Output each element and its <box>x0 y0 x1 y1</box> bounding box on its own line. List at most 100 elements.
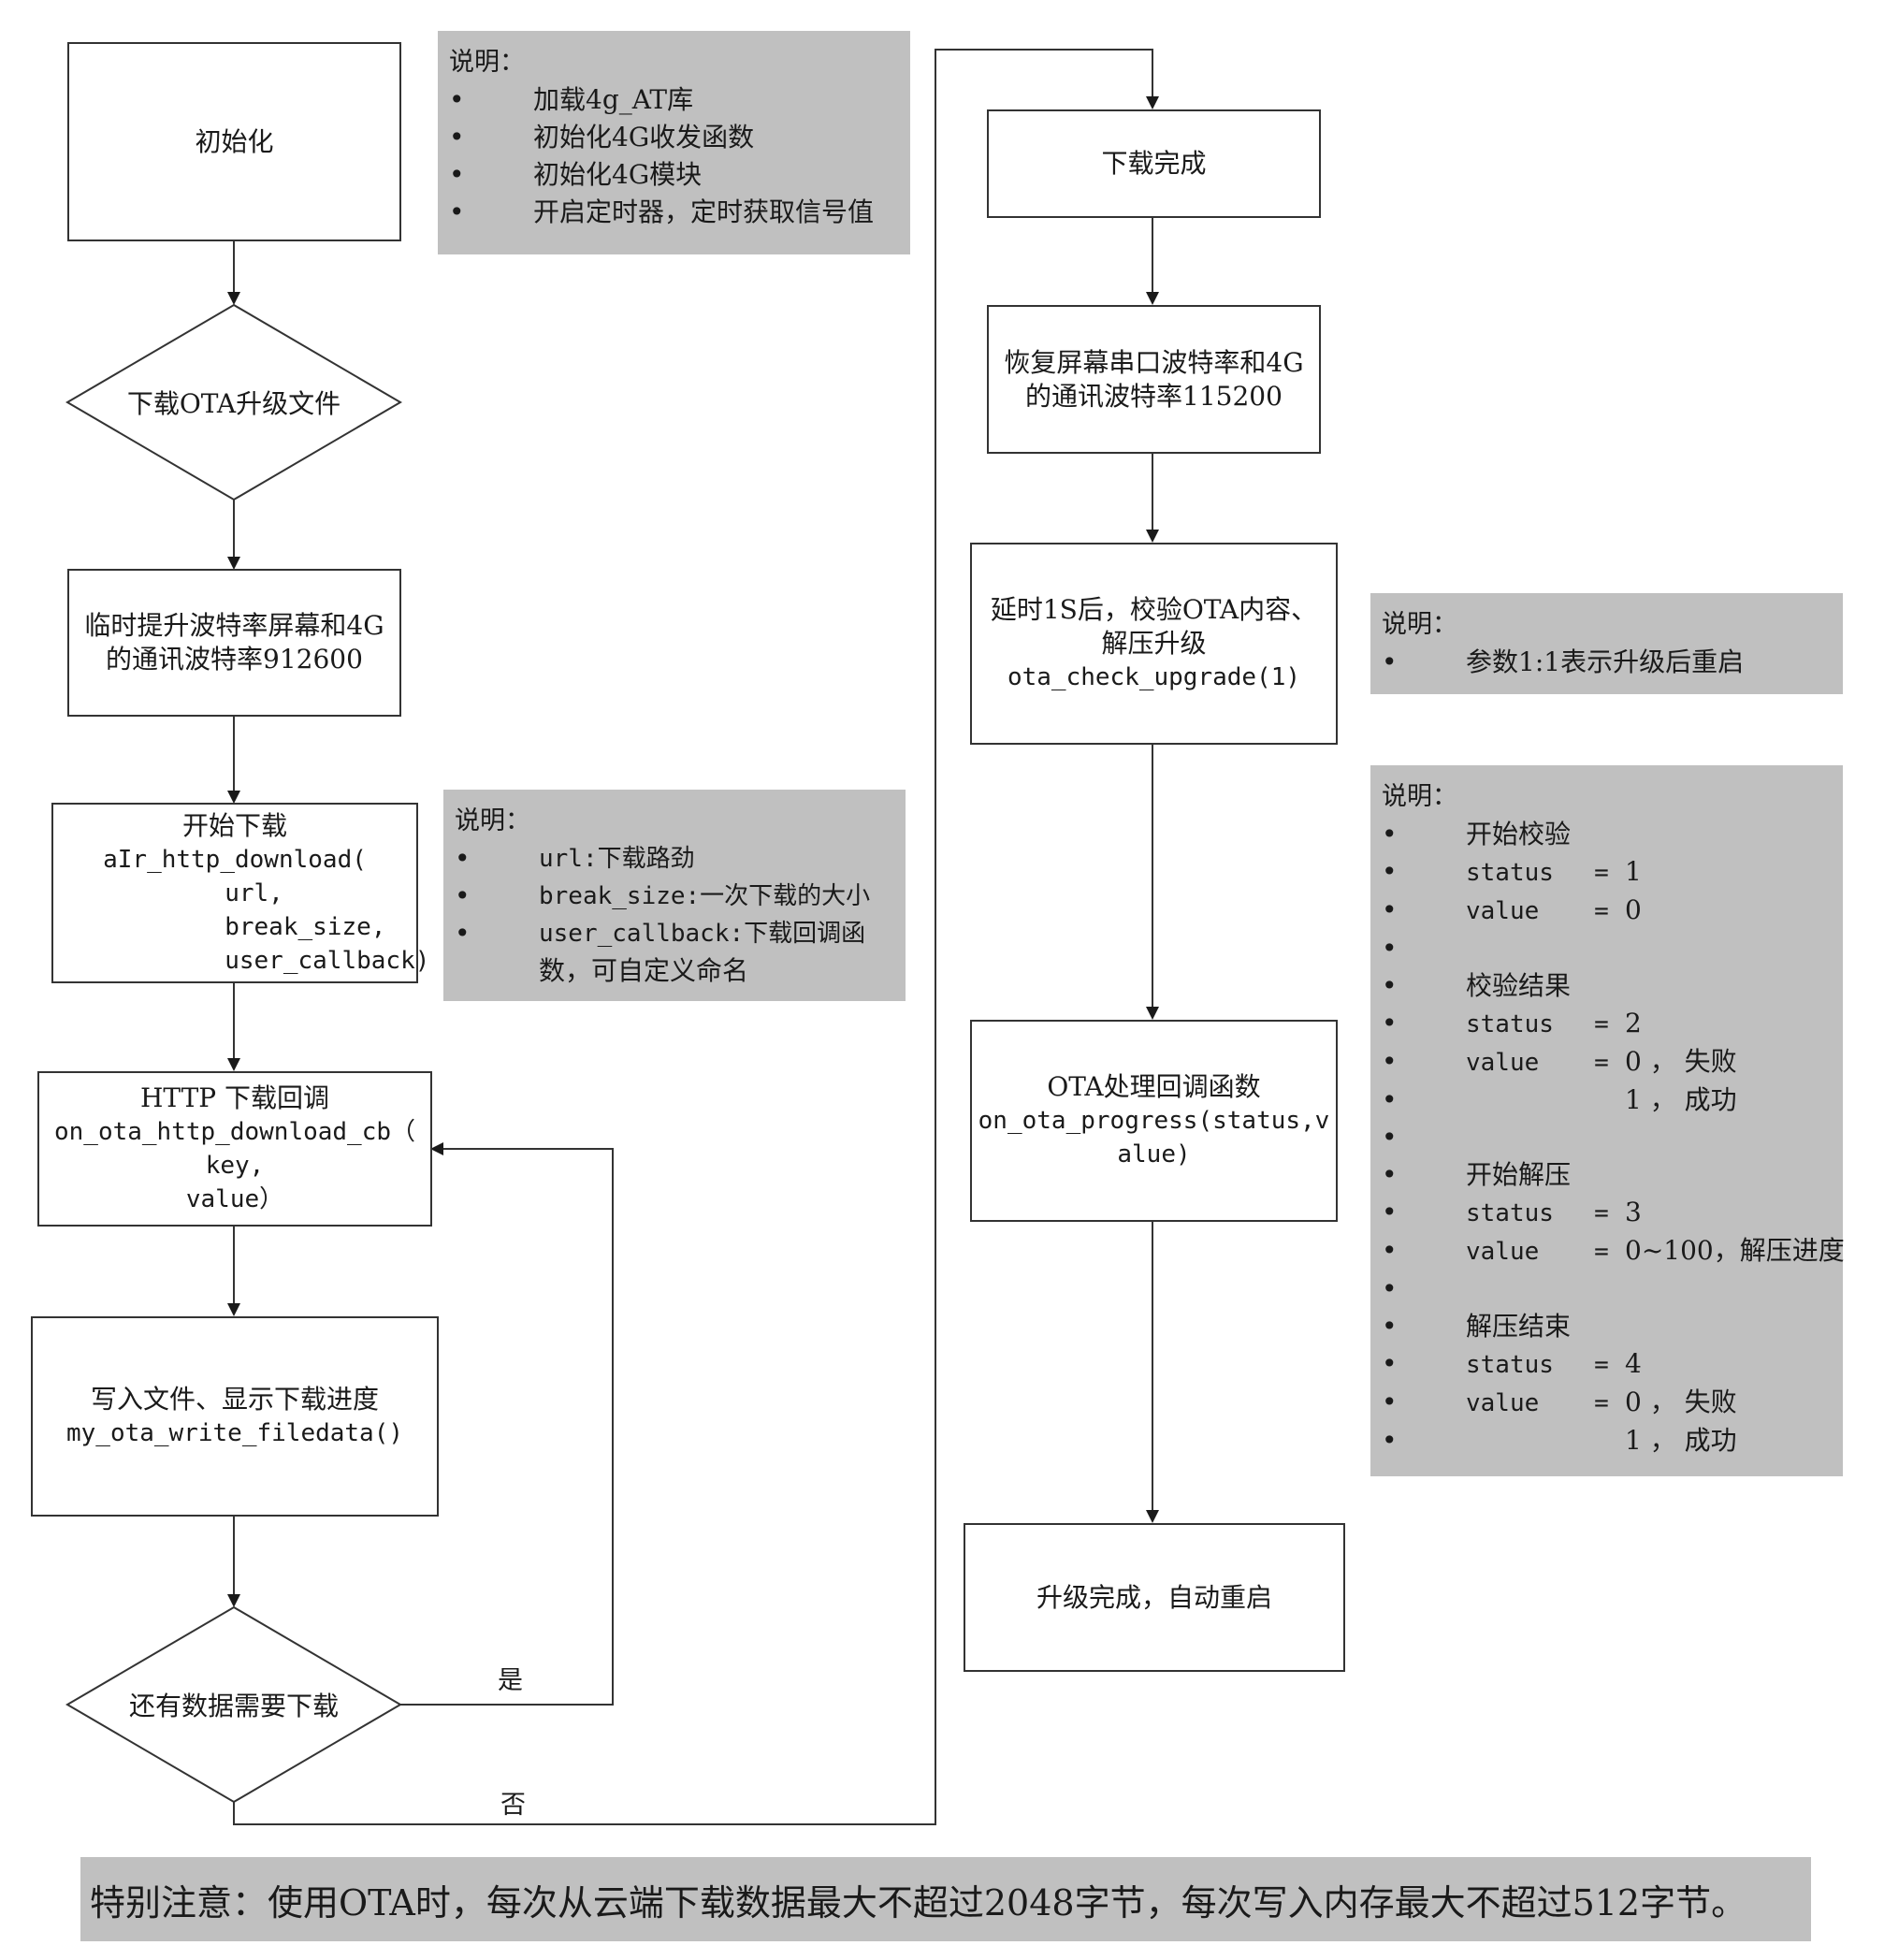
http-callback-box: HTTP 下载回调 on_ota_http_download_cb（ key, … <box>37 1071 432 1227</box>
bullet: • <box>1382 1197 1398 1227</box>
bullet: • <box>455 918 471 949</box>
status-note-row: •1 ， 成功 <box>1382 1082 1832 1119</box>
download-done-box: 下载完成 <box>987 109 1321 218</box>
start-download-box: 开始下载 aIr_http_download( url, break_size,… <box>51 803 429 983</box>
restore-baud-line-2: 的通讯波特率115200 <box>1025 380 1283 412</box>
status-note-row: • <box>1382 930 1832 967</box>
bullet: • <box>1382 933 1398 964</box>
bullet: • <box>449 122 465 152</box>
param-eq: = <box>1594 1351 1609 1379</box>
status-note-row: • <box>1382 1270 1832 1308</box>
param-key: status <box>1466 1010 1554 1038</box>
download-note-title: 说明： <box>455 806 530 835</box>
param-key: value <box>1466 897 1540 925</box>
bullet: • <box>449 196 465 227</box>
param-value: 2 <box>1625 1008 1642 1038</box>
bullet: • <box>449 84 465 115</box>
status-note-row: •value=0~100，解压进度 <box>1382 1232 1845 1270</box>
status-note-section-label: 开始校验 <box>1466 819 1572 849</box>
arrow-no-path <box>233 49 1159 1825</box>
init-note: 说明： •加载4g_AT库 •初始化4G收发函数 •初始化4G模块 •开启定时器… <box>438 31 910 254</box>
param-value: 1 <box>1625 856 1642 887</box>
bullet: • <box>455 880 471 911</box>
status-note-section-label: 开始解压 <box>1466 1159 1572 1190</box>
start-download-line-4: break_size, <box>108 912 386 941</box>
status-note-row: • status = 2 <box>1382 1005 1832 1043</box>
raise-baud-box: 临时提升波特率屏幕和4G 的通讯波特率912600 <box>67 569 401 717</box>
param-eq: = <box>1594 1199 1609 1227</box>
bullet: • <box>1382 1425 1398 1456</box>
init-note-title: 说明： <box>449 48 525 77</box>
param-value: 1 ， 成功 <box>1625 1425 1737 1456</box>
status-note-row: • <box>1382 1119 1832 1156</box>
bullet: • <box>1382 1008 1398 1038</box>
status-note-section-label: 校验结果 <box>1466 970 1572 1001</box>
status-note-param: 1 ， 成功 <box>1466 1082 1737 1119</box>
upgrade-done-box: 升级完成，自动重启 <box>964 1523 1345 1672</box>
download-done-label: 下载完成 <box>1101 148 1207 179</box>
start-download-line-1: 开始下载 <box>181 809 287 841</box>
status-note: 说明： •开始校验•status=1•value=0••校验结果•status=… <box>1370 765 1845 1476</box>
start-download-line-3: url, <box>108 878 283 907</box>
bullet: • <box>1382 1235 1398 1266</box>
param-key: status <box>1466 1199 1554 1227</box>
status-note-rows: •开始校验•status=1•value=0••校验结果•status=2•va… <box>1382 816 1845 1459</box>
footer-warning: 特别注意：使用OTA时，每次从云端下载数据最大不超过2048字节，每次写入内存最… <box>80 1857 1811 1941</box>
bullet: • <box>1382 1273 1398 1304</box>
bullet: • <box>1382 1348 1398 1379</box>
write-file-box: 写入文件、显示下载进度 my_ota_write_filedata() <box>31 1316 439 1517</box>
param-value: 3 <box>1625 1197 1642 1227</box>
http-callback-line-2: on_ota_http_download_cb（ <box>53 1118 416 1146</box>
more-data-label: 还有数据需要下载 <box>128 1691 339 1721</box>
init-note-item-3: 初始化4G模块 <box>533 159 703 190</box>
bullet: • <box>1382 1046 1398 1077</box>
param-eq: = <box>1594 1049 1609 1077</box>
param-eq: = <box>1594 1010 1609 1038</box>
write-file-line-2: my_ota_write_filedata() <box>65 1419 404 1447</box>
init-note-item-1: 加载4g_AT库 <box>533 84 694 115</box>
status-note-row: • status = 3 <box>1382 1194 1832 1232</box>
restore-baud-line-1: 恢复屏幕串口波特率和4G <box>1004 346 1304 378</box>
param-key: status <box>1466 859 1554 887</box>
status-note-param: status=1 <box>1466 853 1642 892</box>
bullet: • <box>1382 894 1398 925</box>
status-note-row: •开始校验 <box>1382 816 1832 853</box>
check-upgrade-box: 延时1S后，校验OTA内容、 解压升级 ota_check_upgrade(1) <box>970 543 1338 745</box>
upgrade-note: 说明： •参数1:1表示升级后重启 <box>1370 593 1843 694</box>
bullet: • <box>1382 856 1398 887</box>
bullet: • <box>455 843 471 874</box>
progress-cb-line-3: alue) <box>1117 1140 1191 1169</box>
param-key: value <box>1466 1389 1540 1417</box>
param-value: 0 <box>1625 894 1642 925</box>
init-label: 初始化 <box>195 125 274 157</box>
status-note-row: •status=4 <box>1382 1345 1832 1384</box>
param-value: 0 ， 失败 <box>1625 1387 1737 1417</box>
param-key: value <box>1466 1238 1540 1266</box>
download-note-item-4: 数，可自定义命名 <box>539 955 749 986</box>
status-note-row: •value=0 <box>1382 892 1832 930</box>
status-note-section-label: 解压结束 <box>1466 1311 1572 1342</box>
yes-label: 是 <box>498 1666 523 1695</box>
no-label: 否 <box>500 1791 526 1820</box>
status-note-row: • status=1 <box>1382 853 1832 892</box>
progress-cb-box: OTA处理回调函数 on_ota_progress(status,v alue) <box>970 1020 1338 1222</box>
status-note-param: value=0 ， 失败 <box>1466 1043 1737 1082</box>
bullet: • <box>1382 1159 1398 1190</box>
write-file-line-1: 写入文件、显示下载进度 <box>90 1384 379 1415</box>
upgrade-done-label: 升级完成，自动重启 <box>1036 1581 1272 1613</box>
http-callback-line-1: HTTP 下载回调 <box>139 1082 330 1113</box>
upgrade-note-item-1: 参数1:1表示升级后重启 <box>1466 646 1745 677</box>
status-note-row: •value=0 ， 失败 <box>1382 1384 1832 1422</box>
status-note-row: •解压结束 <box>1382 1308 1832 1345</box>
status-note-row: •校验结果 <box>1382 967 1832 1005</box>
progress-cb-line-2: on_ota_progress(status,v <box>978 1107 1330 1135</box>
init-note-item-4: 开启定时器，定时获取信号值 <box>533 196 875 227</box>
upgrade-note-title: 说明： <box>1382 610 1457 639</box>
status-note-param: status=4 <box>1466 1345 1642 1384</box>
status-note-row: •value=0 ， 失败 <box>1382 1043 1832 1082</box>
param-value: 0 ， 失败 <box>1625 1046 1737 1077</box>
param-eq: = <box>1594 1238 1609 1266</box>
download-note-item-1: url:下载路劲 <box>539 845 695 873</box>
param-value: 4 <box>1625 1348 1642 1379</box>
